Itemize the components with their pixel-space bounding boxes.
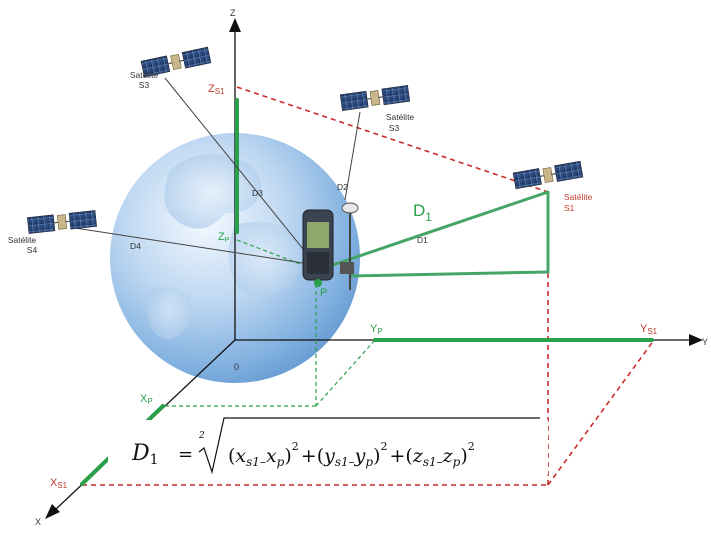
z-p-label: ZP [218,231,230,244]
y-axis-arrow [689,334,703,346]
z-axis-arrow [229,18,241,32]
distance-d2-label: D2 [337,182,348,192]
formula-lhs: D1 [131,441,159,468]
distance-d1-main-label: D1 [413,201,432,224]
distance-d3-label: D3 [252,188,263,198]
sat-s3-left-line2: S3 [139,80,150,90]
distance-d1-small-label: D1 [417,235,428,245]
formula-equals: = [178,444,193,465]
satellite-s3-right [339,84,411,112]
distance-d4-label: D4 [130,241,141,251]
formula-term-x: (xs1–xp)2+(ys1–yp)2+(zs1–zp)2 [228,440,475,469]
z-s1-label: ZS1 [208,83,225,96]
d1-vector [317,190,550,278]
x-p-label: XP [140,393,153,406]
sat-s1-line2: S1 [564,203,575,213]
origin-label: 0 [234,362,239,372]
receiver-p-label: P [320,287,327,299]
x-s1-label: XS1 [50,477,68,490]
sat-s1-line1: Satélite [564,192,593,202]
formula-radical [198,417,540,475]
x-axis-label: X [35,517,41,527]
satellite-s1 [512,160,584,190]
distance-formula: D1 = 2 (xs1–xp)2+(ys1–yp)2+(zs1–zp)2 [108,417,548,475]
y-s1-label: YS1 [640,323,658,336]
sat-s3-left-line1: Satélite [130,70,159,80]
x-axis-arrow [45,504,60,519]
sat-s3-right-line2: S3 [389,123,400,133]
formula-root-index: 2 [198,431,205,441]
range-lines [74,77,361,266]
sat-s4-line2: S4 [27,245,38,255]
y-axis-label: Y [702,337,708,347]
gps-receiver [302,202,359,290]
z-axis-label: Z [230,8,236,18]
y-p-label: YP [370,323,383,336]
sat-s3-right-line1: Satélite [386,112,415,122]
sat-s4-line1: Satélite [8,235,37,245]
